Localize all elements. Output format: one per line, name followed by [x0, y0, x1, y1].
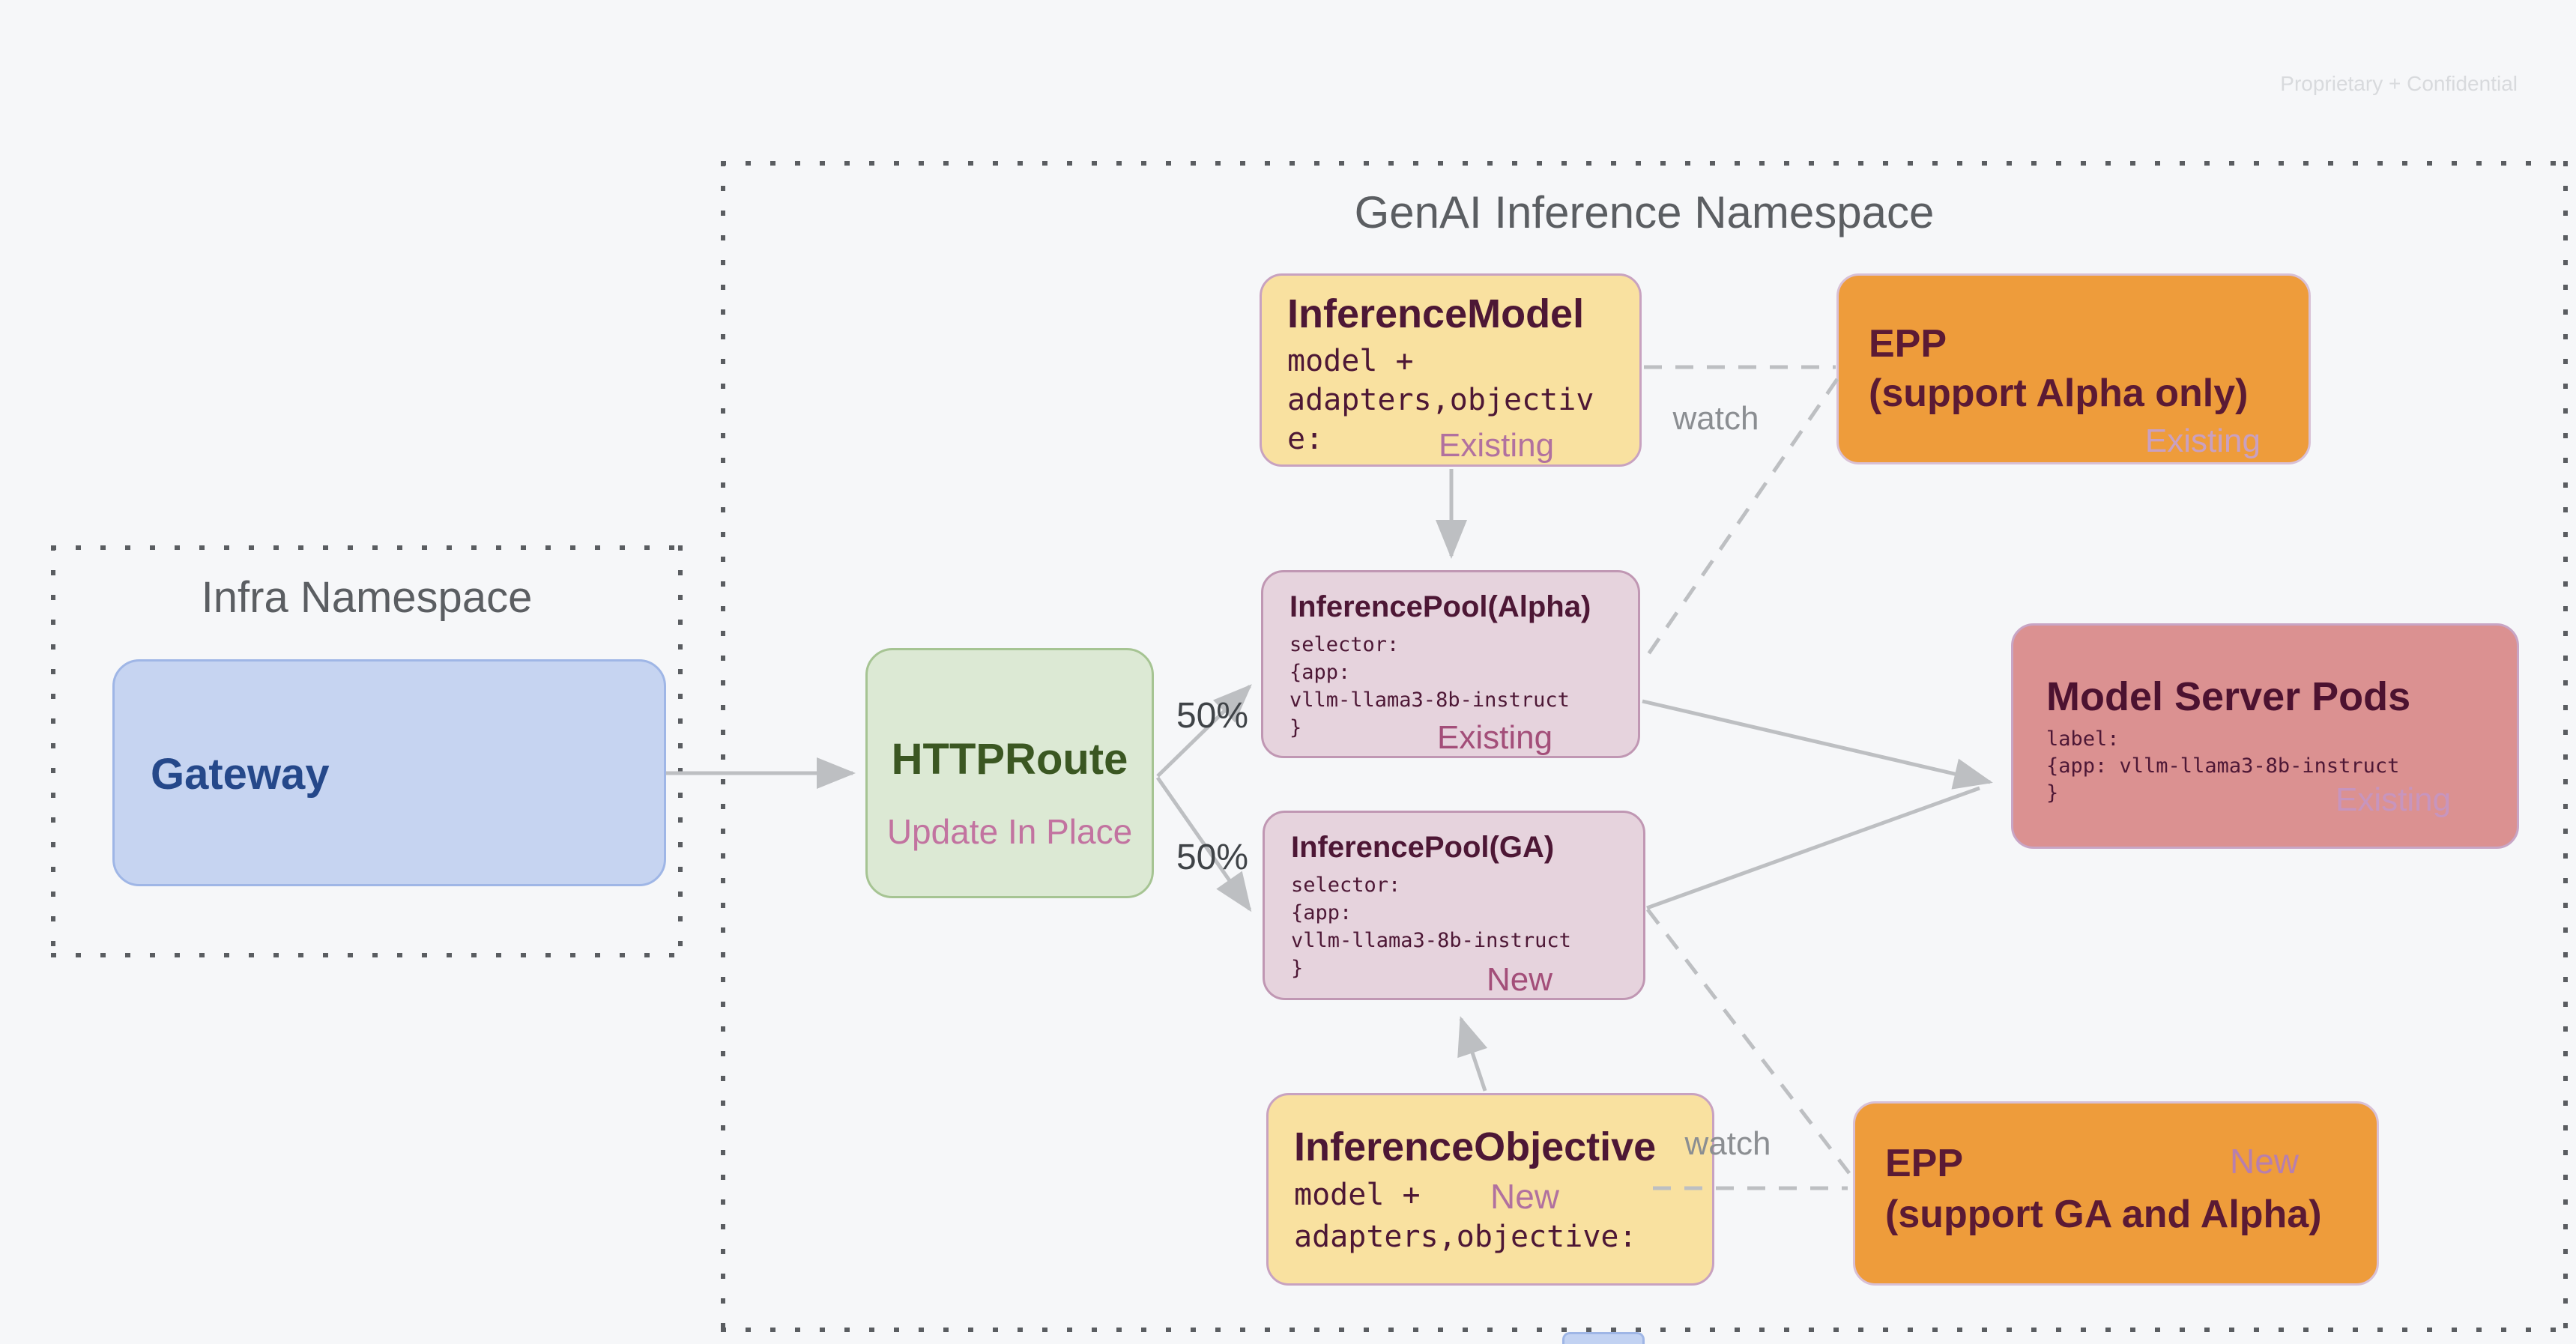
status-badge: New [1487, 961, 1553, 998]
watch-label: watch [1672, 400, 1759, 437]
code-line: model + [1287, 344, 1414, 378]
code-line: {app: vllm-llama3-8b-instruct [2046, 754, 2400, 778]
status-badge: Existing [1437, 719, 1553, 756]
status-badge: New [2230, 1142, 2300, 1181]
traffic-split-label: 50% [1176, 696, 1249, 736]
inference-pool-alpha-box: InferencePool(Alpha) selector: {app: vllm-… [1261, 570, 1640, 758]
code-line: selector: [1289, 633, 1400, 656]
inference-pool-ga-code: selector: {app: vllm-llama3-8b-instruct} [1291, 871, 1571, 982]
gateway-box: Gateway [112, 659, 666, 886]
code-line: adapters,objective: [1294, 1220, 1637, 1254]
epp-alpha-box: EPP(support Alpha only) Existing [1836, 273, 2311, 464]
epp-ga-title: EPP(support GA and Alpha) [1885, 1142, 2322, 1236]
watch-label: watch [1684, 1125, 1771, 1162]
inference-pool-alpha-code: selector: {app: vllm-llama3-8b-instruct} [1289, 631, 1570, 742]
httproute-box: HTTPRoute Update In Place [865, 648, 1154, 898]
inference-model-title: InferenceModel [1287, 291, 1585, 336]
inference-model-box: InferenceModel model + adapters,objectiv e… [1260, 273, 1642, 467]
inference-objective-title: InferenceObjective [1294, 1124, 1657, 1169]
code-line: vllm-llama3-8b-instruct [1291, 929, 1571, 952]
inference-model-code: model + adapters,objectiv e: [1287, 342, 1594, 458]
code-line: } [1289, 716, 1302, 739]
code-line: adapters,objectiv [1287, 383, 1594, 417]
code-line: {app: [1289, 661, 1351, 684]
infra-namespace-title: Infra Namespace [201, 573, 533, 622]
code-line: label: [2046, 727, 2120, 751]
traffic-split-label: 50% [1176, 838, 1249, 877]
inference-pool-ga-box: InferencePool(GA) selector: {app: vllm-lla… [1263, 811, 1645, 1000]
httproute-title: HTTPRoute [891, 735, 1128, 784]
model-server-pods-box: Model Server Pods label: {app: vllm-llama… [2011, 623, 2519, 849]
confidential-note: Proprietary + Confidential [2280, 72, 2518, 95]
code-line: } [2046, 781, 2059, 805]
status-badge: Existing [2335, 781, 2452, 818]
code-line: model + [1294, 1178, 1421, 1212]
inference-objective-box: InferenceObjective model + New adapters,… [1266, 1093, 1714, 1286]
status-badge: New [1490, 1177, 1560, 1216]
code-line: vllm-llama3-8b-instruct [1289, 688, 1570, 712]
partial-blue-shape [1562, 1332, 1645, 1344]
status-badge: Existing [1439, 427, 1555, 464]
model-server-pods-title: Model Server Pods [2046, 674, 2411, 719]
epp-alpha-title: EPP(support Alpha only) [1869, 322, 2249, 415]
httproute-note: Update In Place [886, 812, 1133, 851]
epp-ga-box: EPP(support GA and Alpha) New [1853, 1101, 2379, 1286]
code-line: selector: [1291, 874, 1401, 897]
code-line: {app: [1291, 901, 1352, 924]
model-server-pods-code: label: {app: vllm-llama3-8b-instruct} [2046, 726, 2399, 807]
epp-alpha-subtitle: (support Alpha only) [1869, 372, 2249, 415]
inference-pool-ga-title: InferencePool(GA) [1291, 831, 1555, 864]
code-line: e: [1287, 422, 1324, 456]
code-line: } [1291, 957, 1304, 980]
gateway-title: Gateway [151, 750, 330, 799]
epp-ga-subtitle: (support GA and Alpha) [1885, 1193, 2322, 1236]
inference-pool-alpha-title: InferencePool(Alpha) [1289, 590, 1591, 623]
genai-namespace-title: GenAI Inference Namespace [1354, 187, 1935, 237]
status-badge: Existing [2144, 423, 2261, 459]
